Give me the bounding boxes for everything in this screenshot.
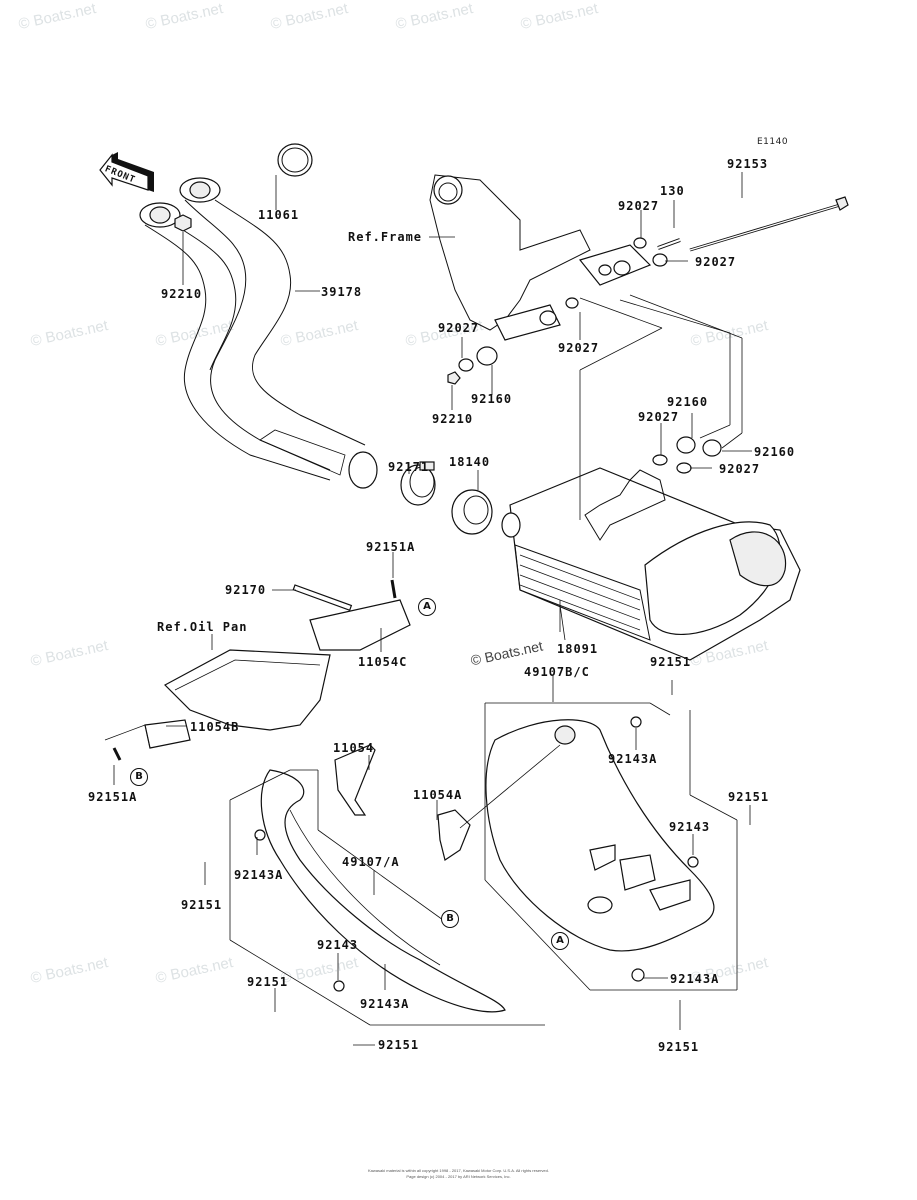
part-label-92151A[interactable]: 92151A xyxy=(366,540,416,554)
callout-a: A xyxy=(551,932,569,950)
part-label-92151[interactable]: 92151 xyxy=(728,790,770,804)
ref-oil-pan-label: Ref.Oil Pan xyxy=(157,620,248,634)
front-arrow-icon xyxy=(99,152,154,192)
part-label-92151[interactable]: 92151 xyxy=(181,898,223,912)
part-label-92151[interactable]: 92151 xyxy=(650,655,692,669)
page-design-footer: Page design (c) 2004 - 2017 by ARI Netwo… xyxy=(406,1174,511,1179)
part-label-11054C[interactable]: 11054C xyxy=(358,655,408,669)
part-label-49107B-C[interactable]: 49107B/C xyxy=(524,665,590,679)
part-label-130[interactable]: 130 xyxy=(660,184,685,198)
part-label-92143[interactable]: 92143 xyxy=(317,938,359,952)
part-label-92170[interactable]: 92170 xyxy=(225,583,267,597)
part-label-92160[interactable]: 92160 xyxy=(471,392,513,406)
part-label-92151A[interactable]: 92151A xyxy=(88,790,138,804)
heat-guards xyxy=(254,716,715,1013)
part-label-92210[interactable]: 92210 xyxy=(432,412,474,426)
leader-lines xyxy=(113,172,752,1046)
part-label-11054A[interactable]: 11054A xyxy=(413,788,463,802)
part-label-92153[interactable]: 92153 xyxy=(727,157,769,171)
ref-frame-label: Ref.Frame xyxy=(348,230,423,244)
part-label-92027[interactable]: 92027 xyxy=(618,199,660,213)
part-label-92143A[interactable]: 92143A xyxy=(234,868,284,882)
part-label-92160[interactable]: 92160 xyxy=(754,445,796,459)
diagram-code: E1140 xyxy=(757,137,789,147)
part-label-92151[interactable]: 92151 xyxy=(247,975,289,989)
part-label-92027[interactable]: 92027 xyxy=(719,462,761,476)
callout-b: B xyxy=(130,768,148,786)
part-label-11054B[interactable]: 11054B xyxy=(190,720,240,734)
part-label-49107-A[interactable]: 49107/A xyxy=(342,855,400,869)
part-label-92143A[interactable]: 92143A xyxy=(360,997,410,1011)
part-label-92027[interactable]: 92027 xyxy=(638,410,680,424)
clamp-and-gasket xyxy=(400,461,493,535)
part-label-92143A[interactable]: 92143A xyxy=(670,972,720,986)
copyright-footer: Kawasaki material is within all copyrigh… xyxy=(368,1168,549,1173)
part-label-11054[interactable]: 11054 xyxy=(333,741,375,755)
frame-reference xyxy=(429,174,652,341)
callout-b: B xyxy=(441,910,459,928)
muffler xyxy=(501,467,801,661)
part-label-92151[interactable]: 92151 xyxy=(378,1038,420,1052)
part-label-92171[interactable]: 92171 xyxy=(388,460,430,474)
part-label-92151[interactable]: 92151 xyxy=(658,1040,700,1054)
part-label-18140[interactable]: 18140 xyxy=(449,455,491,469)
part-label-92027[interactable]: 92027 xyxy=(438,321,480,335)
callout-a: A xyxy=(418,598,436,616)
part-label-92027[interactable]: 92027 xyxy=(695,255,737,269)
part-label-11061[interactable]: 11061 xyxy=(258,208,300,222)
part-label-92143A[interactable]: 92143A xyxy=(608,752,658,766)
part-label-92160[interactable]: 92160 xyxy=(667,395,709,409)
part-label-39178[interactable]: 39178 xyxy=(321,285,363,299)
part-label-92210[interactable]: 92210 xyxy=(161,287,203,301)
part-label-92143[interactable]: 92143 xyxy=(669,820,711,834)
part-label-92027[interactable]: 92027 xyxy=(558,341,600,355)
exhaust-header-pipes xyxy=(139,143,378,489)
oil-pan-and-brackets xyxy=(104,579,411,761)
bolts-hardware xyxy=(447,196,849,474)
part-label-18091[interactable]: 18091 xyxy=(557,642,599,656)
